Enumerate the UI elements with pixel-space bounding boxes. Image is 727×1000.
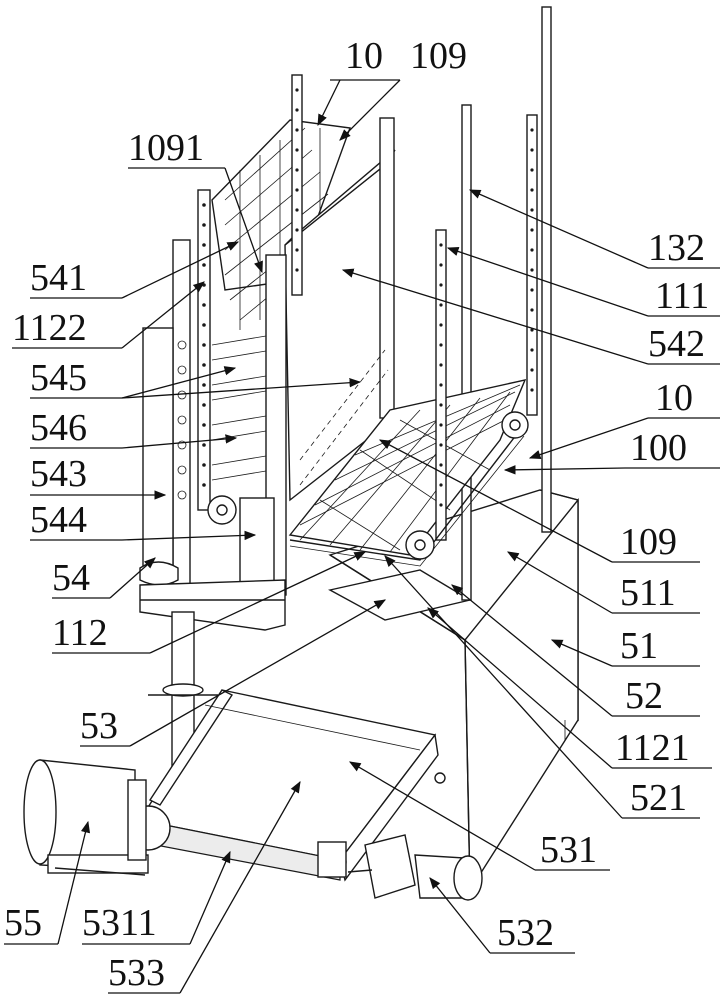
label-112: 112 (52, 612, 108, 654)
label-109-right: 109 (620, 521, 677, 563)
label-531: 531 (540, 829, 597, 871)
machine-drawing (24, 7, 578, 900)
bracket (140, 580, 285, 630)
label-546: 546 (30, 407, 87, 449)
motor-55 (24, 760, 148, 875)
label-54: 54 (52, 557, 90, 599)
label-109-top: 109 (410, 35, 467, 77)
motor-532 (348, 835, 482, 900)
label-52: 52 (625, 675, 663, 717)
label-511: 511 (620, 572, 676, 614)
label-1122: 1122 (12, 307, 87, 349)
label-545: 545 (30, 357, 87, 399)
label-1091: 1091 (128, 127, 204, 169)
label-521: 521 (630, 777, 687, 819)
label-53: 53 (80, 705, 118, 747)
label-1121: 1121 (615, 727, 690, 769)
label-111: 111 (655, 275, 709, 317)
label-51: 51 (620, 625, 658, 667)
label-100: 100 (630, 427, 687, 469)
label-5311: 5311 (82, 902, 157, 944)
label-132: 132 (648, 227, 705, 269)
label-10-right: 10 (655, 377, 693, 419)
label-543: 543 (30, 453, 87, 495)
label-542: 542 (648, 323, 705, 365)
label-533: 533 (108, 952, 165, 994)
label-10-top: 10 (345, 35, 383, 77)
label-55: 55 (4, 902, 42, 944)
label-541: 541 (30, 257, 87, 299)
label-544: 544 (30, 499, 87, 541)
label-532: 532 (497, 912, 554, 954)
